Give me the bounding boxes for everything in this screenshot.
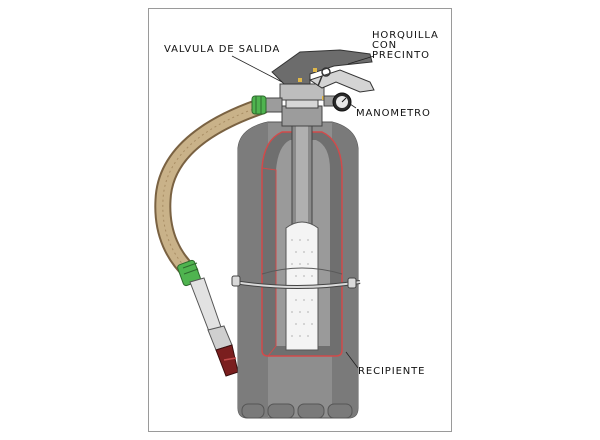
label-valve: VALVULA DE SALIDA: [164, 44, 280, 55]
hose: [154, 97, 271, 281]
nozzle: [189, 277, 239, 377]
leader-pin: [347, 55, 375, 65]
label-pin-line1: HORQUILLA: [372, 30, 439, 41]
label-gauge: MANOMETRO: [356, 108, 431, 119]
leader-gauge: [349, 103, 357, 109]
pressure-gauge: [323, 92, 352, 112]
leader-valve: [231, 55, 283, 83]
label-pin-line2: CON: [372, 40, 397, 51]
label-pin-line3: PRECINTO: [372, 50, 430, 61]
label-container: RECIPIENTE: [358, 366, 425, 377]
hose-strap: [231, 275, 361, 289]
leader-lines: [231, 55, 375, 369]
cutaway-section: [261, 119, 343, 357]
leader-container: [345, 351, 359, 369]
